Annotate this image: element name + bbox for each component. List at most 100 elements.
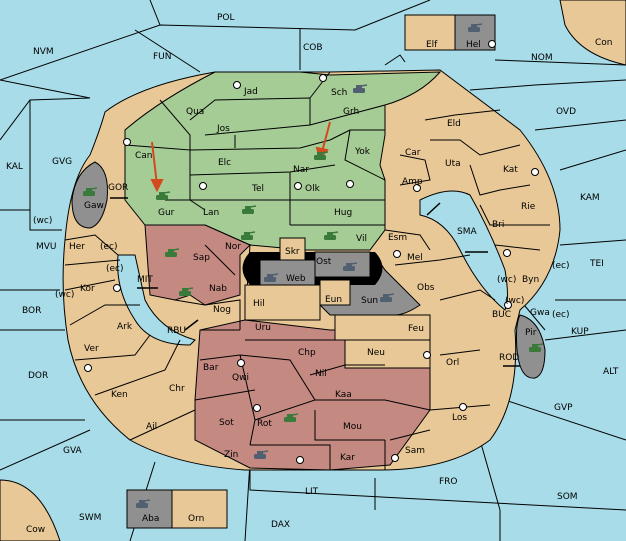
- units-layer: [83, 23, 544, 508]
- province-Elf[interactable]: [404, 14, 456, 51]
- sea-label-MIT: MIT: [137, 275, 153, 285]
- land-label-Tel: Tel: [251, 184, 264, 194]
- unit-army-Hel[interactable]: [468, 23, 483, 32]
- unit-army-Nor[interactable]: [241, 231, 256, 240]
- land-label-Grh: Grh: [343, 107, 359, 117]
- region-green: [124, 71, 442, 251]
- province-Eun-box[interactable]: [319, 279, 351, 306]
- order-arrows: [150, 121, 331, 193]
- land-label-Feu: Feu: [408, 324, 424, 334]
- land-label-Neu: Neu: [367, 348, 385, 358]
- land-label-Mel: Mel: [407, 253, 423, 263]
- land-label-Cow: Cow: [26, 525, 45, 535]
- land-label-Eun: Eun: [325, 295, 342, 305]
- unit-army-Zin[interactable]: [254, 450, 269, 459]
- land-label-Nog: Nog: [213, 305, 231, 315]
- province-Aba[interactable]: [126, 489, 173, 529]
- land-label-Kar: Kar: [340, 453, 355, 463]
- land-label-Sam: Sam: [405, 446, 425, 456]
- land-label-Ail: Ail: [146, 422, 157, 432]
- sea-label-KAM: KAM: [580, 193, 600, 203]
- land-label-Sch: Sch: [331, 88, 347, 98]
- coast-label-ec-kor: (ec): [106, 264, 124, 274]
- sea-label-DOR: DOR: [28, 371, 48, 381]
- land-label-Pir: Pir: [525, 328, 537, 338]
- land-label-Gaw: Gaw: [84, 201, 104, 211]
- land-label-Hel: Hel: [466, 40, 481, 50]
- unit-army-Rot[interactable]: [284, 413, 299, 422]
- land-label-Aba: Aba: [142, 514, 159, 524]
- unit-army-Gur[interactable]: [156, 191, 171, 200]
- land-label-Rot: Rot: [257, 419, 272, 429]
- unit-army-Web[interactable]: [264, 273, 279, 282]
- coast-label-ec-gwa: (ec): [552, 310, 570, 320]
- unit-army-Nab[interactable]: [179, 287, 194, 296]
- unit-army-Vil[interactable]: [324, 231, 339, 240]
- unit-army-Lan[interactable]: [242, 205, 257, 214]
- province-Skr-box[interactable]: [279, 237, 306, 261]
- unit-army-Gaw[interactable]: [83, 187, 98, 196]
- land-label-Byn: Byn: [522, 275, 539, 285]
- unit-army-Pir[interactable]: [529, 343, 544, 352]
- land-label-Skr: Skr: [285, 247, 300, 257]
- land-label-Los: Los: [452, 413, 467, 423]
- land-label-Con: Con: [595, 38, 613, 48]
- sea-label-TEI: TEI: [589, 259, 604, 269]
- province-Orn[interactable]: [171, 489, 228, 529]
- land-label-Hug: Hug: [334, 208, 352, 218]
- sea-label-OVD: OVD: [556, 107, 576, 117]
- land-label-Sun: Sun: [361, 296, 378, 306]
- land-label-Mou: Mou: [343, 422, 362, 432]
- land-label-Yok: Yok: [354, 147, 371, 157]
- sea-label-GVA: GVA: [63, 446, 83, 456]
- land-label-Qua: Qua: [186, 107, 204, 117]
- unit-army-Ost[interactable]: [343, 262, 358, 271]
- sea-label-FUN: FUN: [153, 52, 172, 62]
- coast-label-wc-her: (wc): [33, 216, 52, 226]
- land-label-Obs: Obs: [417, 283, 435, 293]
- sea-SMA-channel: [419, 190, 508, 311]
- unit-army-Sun[interactable]: [380, 293, 395, 302]
- land-label-Kaa: Kaa: [335, 390, 352, 400]
- unit-army-Aba[interactable]: [136, 499, 151, 508]
- labels-layer: POL NVM FUN COB NOM OVD KAL GVG GOR MVU …: [6, 13, 619, 535]
- land-label-Kat: Kat: [503, 165, 518, 175]
- land-label-Uta: Uta: [445, 159, 461, 169]
- coast-label-wc-byn: (wc): [497, 275, 516, 285]
- unit-army-Sap[interactable]: [165, 248, 180, 257]
- land-label-Eld: Eld: [447, 119, 461, 129]
- unit-army-Nar[interactable]: [314, 151, 329, 160]
- land-label-Her: Her: [69, 242, 85, 252]
- province-Feu-box[interactable]: [334, 314, 431, 341]
- land-label-Ver: Ver: [84, 344, 99, 354]
- province-Ost-box[interactable]: [314, 251, 371, 278]
- land-label-Lan: Lan: [203, 208, 219, 218]
- land-label-Zin: Zin: [224, 450, 238, 460]
- land-label-Ost: Ost: [316, 257, 332, 267]
- sea-label-GOR: GOR: [108, 183, 128, 193]
- sea-label-KUP: KUP: [571, 327, 589, 337]
- land-label-Elf: Elf: [426, 40, 438, 50]
- land-label-Orl: Orl: [446, 358, 459, 368]
- land-label-Esm: Esm: [388, 233, 407, 243]
- province-Hil-box[interactable]: [244, 284, 321, 321]
- unit-army-Sch[interactable]: [353, 84, 368, 93]
- coast-label-wc-kor: (wc): [55, 290, 74, 300]
- land-label-Nar: Nar: [293, 165, 309, 175]
- sea-label-LIT: LIT: [305, 487, 319, 497]
- land-label-Elc: Elc: [218, 158, 231, 168]
- sea-label-NVM: NVM: [33, 47, 54, 57]
- land-label-Chr: Chr: [169, 384, 185, 394]
- land-label-Ark: Ark: [117, 322, 133, 332]
- order-arrow-grh-nar: [321, 121, 331, 153]
- land-label-Rie: Rie: [521, 202, 536, 212]
- sea-label-KAL: KAL: [6, 162, 23, 172]
- sea-label-MVU: MVU: [36, 242, 57, 252]
- province-Pir[interactable]: [515, 314, 546, 379]
- land-label-Can: Can: [135, 151, 153, 161]
- land-label-Gwa: Gwa: [530, 308, 550, 318]
- land-label-Hil: Hil: [253, 299, 265, 309]
- land-label-Vil: Vil: [356, 234, 367, 244]
- province-Neu-box[interactable]: [344, 339, 431, 369]
